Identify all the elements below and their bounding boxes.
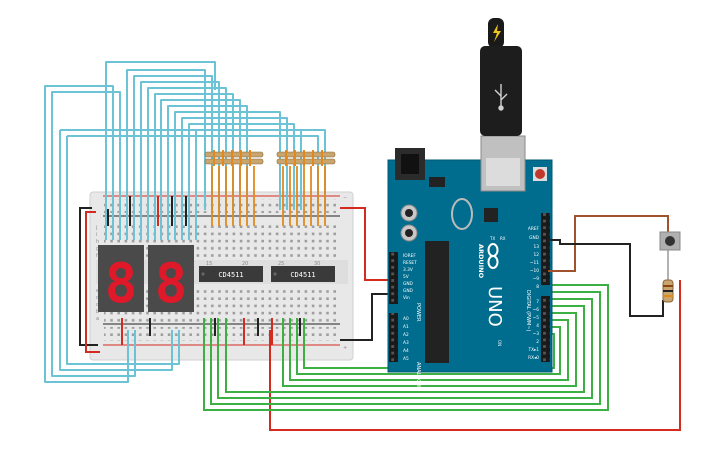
row-letter-e: e [96, 288, 99, 294]
resistor-array-left[interactable] [204, 150, 264, 226]
chip-1-label: CD4511 [218, 271, 243, 279]
display-1-digit: 8 [105, 252, 138, 315]
pin-6: ~6 [533, 307, 540, 313]
breadboard-jumpers[interactable] [107, 196, 301, 345]
pin-a5: A5 [403, 356, 409, 362]
col-num-15: 15 [206, 261, 212, 267]
seven-segment-display-1[interactable]: 8 [98, 245, 144, 315]
pin-aref: AREF [528, 226, 540, 232]
pin-10: ~10 [530, 268, 539, 274]
seven-segment-display-2[interactable]: 8 [148, 245, 194, 315]
pin-vin: Vin [403, 295, 410, 301]
row-letter-f: f [96, 253, 98, 259]
rail-minus-label: − [343, 195, 347, 201]
row-letter-i: i [96, 232, 97, 238]
arduino-uno[interactable]: IOREF RESET 3.3V 5V GND GND Vin A0 A1 A2… [387, 135, 553, 390]
rail-plus-label: + [343, 345, 347, 351]
pin-11: ~11 [530, 260, 539, 266]
green-wire-bundle[interactable] [203, 284, 609, 411]
pushbutton-circuit[interactable] [548, 215, 681, 317]
row-letter-a: a [96, 316, 99, 322]
arduino-logo-icon [487, 243, 499, 269]
pin-5: ~5 [533, 315, 540, 321]
pin-a0: A0 [403, 316, 409, 322]
on-led-label: ON [497, 340, 502, 346]
row-letter-b: b [96, 309, 99, 315]
pin-gnd-1: GND [403, 281, 414, 287]
pin-5v: 5V [403, 274, 409, 280]
pin-a2: A2 [403, 332, 409, 338]
usb-icon [493, 24, 501, 42]
chip-cd4511-2[interactable]: CD4511 [271, 266, 335, 282]
pin-8: 8 [536, 284, 539, 290]
tx-led-label: TX [489, 236, 495, 241]
pin-1-tx: TX▸1 [528, 347, 540, 353]
pin-0-rx: RX◂0 [528, 355, 539, 361]
arduino-brand: ARDUINO [477, 244, 485, 279]
display-2-digit: 8 [155, 252, 188, 315]
col-num-30: 30 [314, 261, 320, 267]
pin-2: 2 [536, 339, 539, 345]
pin-13: 13 [534, 244, 540, 250]
arduino-model: UNO [484, 286, 505, 327]
usb-plug[interactable] [480, 18, 522, 136]
pin-ioref: IOREF [403, 253, 416, 259]
row-letter-c: c [96, 302, 99, 308]
pin-reset: RESET [403, 260, 417, 266]
pin-a3: A3 [403, 340, 409, 346]
pin-a4: A4 [403, 348, 409, 354]
row-letter-j: j [95, 225, 97, 231]
col-num-20: 20 [242, 261, 248, 267]
pin-9: ~9 [533, 276, 540, 282]
pin-gnd-top: GND [529, 235, 540, 241]
row-letter-h: h [96, 239, 99, 245]
power-header-label: POWER [415, 303, 421, 322]
pin-3: ~3 [533, 331, 540, 337]
col-num-25: 25 [278, 261, 284, 267]
pin-7: 7 [536, 299, 539, 305]
pin-a1: A1 [403, 324, 409, 330]
pushbutton-cap[interactable] [665, 236, 675, 246]
resistor-array-right[interactable] [276, 150, 336, 226]
chip-cd4511-1[interactable]: CD4511 [199, 266, 263, 282]
row-letter-d: d [96, 295, 99, 301]
row-letter-g: g [96, 246, 99, 252]
rx-led-label: RX [500, 236, 506, 241]
pin-4: 4 [536, 323, 539, 329]
pin-12: 12 [534, 252, 540, 258]
pin-gnd-2: GND [403, 288, 414, 294]
digital-header-label: DIGITAL (PWM~) [525, 290, 531, 332]
chip-2-label: CD4511 [290, 271, 315, 279]
pin-3v3: 3.3V [403, 267, 413, 273]
analog-header-label: ANALOG IN [415, 362, 421, 390]
power-wires[interactable] [79, 207, 681, 431]
usb-symbol-icon [494, 84, 508, 111]
cyan-wire-bundle[interactable] [44, 61, 326, 383]
